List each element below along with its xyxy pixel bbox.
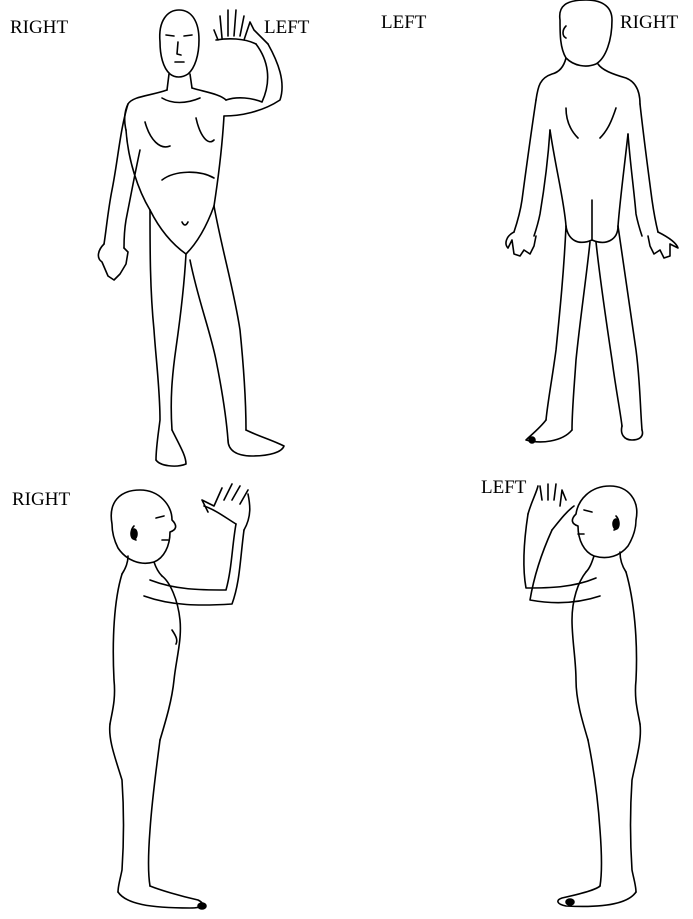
side-l-hand (528, 484, 574, 530)
side-l-face (578, 510, 592, 534)
side-l-head (572, 486, 636, 558)
side-l-toe-mark (566, 899, 574, 905)
side-l-leg-front (588, 740, 602, 886)
side-l-back (626, 572, 640, 724)
side-l-ear-shadow (613, 519, 619, 529)
side-l-leg-back (631, 724, 641, 892)
side-l-front (572, 572, 588, 740)
